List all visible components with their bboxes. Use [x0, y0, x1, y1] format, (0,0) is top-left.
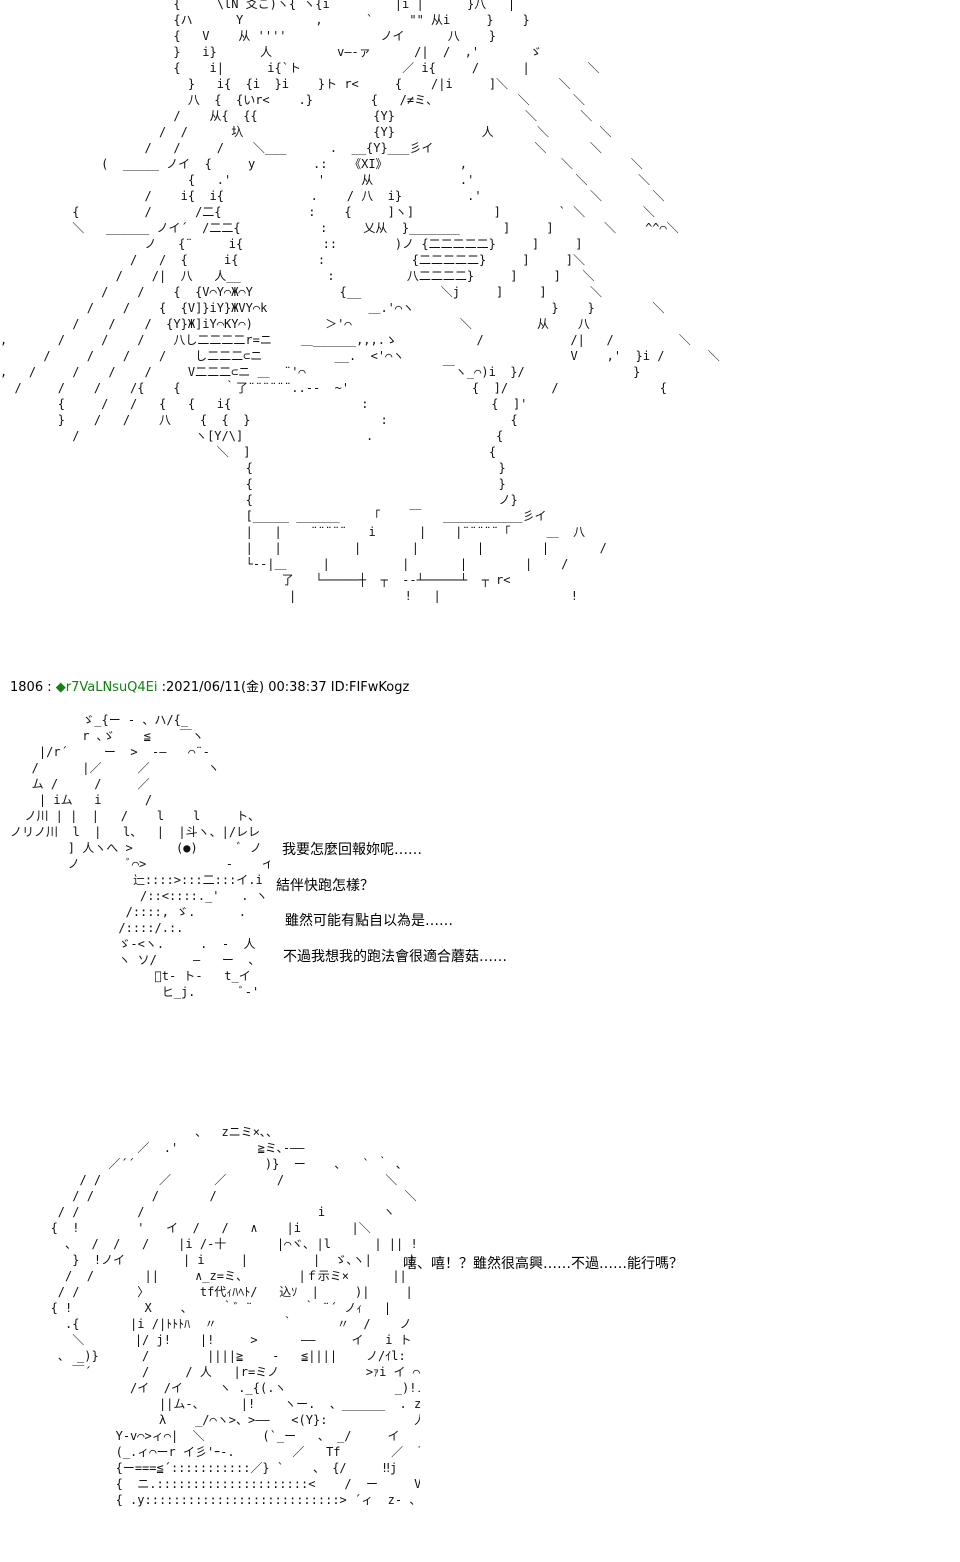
- dialog-line: 我要怎麼回報妳呢……: [282, 842, 422, 858]
- ascii-art-character-speaking: ゞ_{ー - 、ハ/{_ r ､ゞ ≦ ￣ヽ |/r´ ー > -― ⌒¨‐ /…: [10, 713, 270, 999]
- post-header: 1806 : ◆r7VaLNsuQ4Ei :2021/06/11(金) 00:3…: [10, 680, 409, 696]
- post-meta: :2021/06/11(金) 00:38:37 ID:FIFwKogz: [157, 680, 410, 695]
- poster-trip[interactable]: r7VaLNsuQ4Ei: [65, 680, 158, 695]
- ascii-art-top-scene: { \lN 爻こ)ヽ{ ヽ{i |i | }八 | {ハ Y , ` "" 从i…: [0, 0, 720, 603]
- trip-diamond-icon: ◆: [55, 680, 66, 695]
- ascii-art-character-reacting: 、 zニミ×､、 ／ .' ≧ミ､-―― ／´´ )} ー ､ ` ｀ ､ / …: [50, 1125, 420, 1507]
- dialog-line-reply: 嘻、嘻！？雖然很高興……不過……能行嗎？: [403, 1256, 683, 1272]
- dialog-line: 結伴快跑怎樣？: [276, 878, 374, 894]
- dialog-line: 不過我想我的跑法會很適合蘑菇……: [283, 949, 507, 965]
- dialog-line: 雖然可能有點自以為是……: [285, 913, 453, 929]
- post-number: 1806 :: [10, 680, 56, 695]
